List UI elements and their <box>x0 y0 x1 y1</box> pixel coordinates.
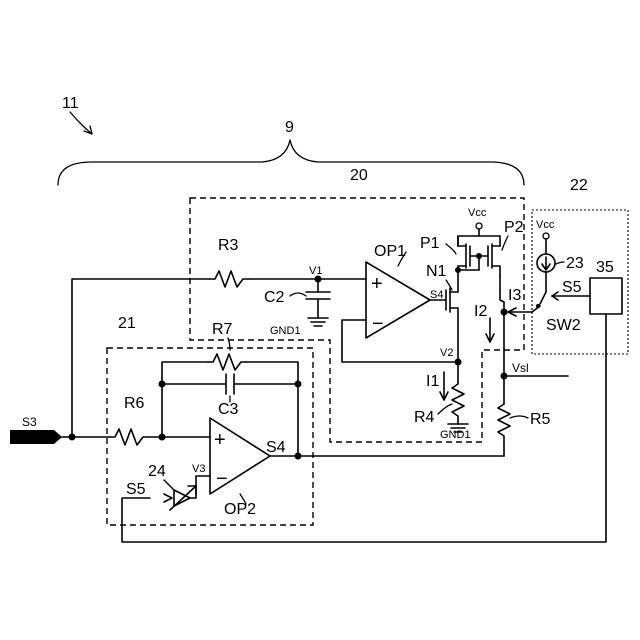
i1-label: I1 <box>426 373 439 390</box>
resistor-r6 <box>110 429 148 445</box>
op2-plus-sign: + <box>214 429 226 451</box>
v2-label: V2 <box>440 347 453 359</box>
vcc-label-mirror: Vcc <box>468 207 487 219</box>
vsl-label: Vsl <box>512 361 529 375</box>
s5-label-sw2: S5 <box>562 279 582 296</box>
ref-23-leader <box>556 262 564 264</box>
op1-plus-sign: + <box>371 273 383 295</box>
resistor-r7 <box>208 354 246 370</box>
op1-minus-sign: − <box>372 313 384 335</box>
gnd1-symbol-c2 <box>308 318 328 326</box>
vcc-label-source: Vcc <box>536 219 555 231</box>
ref-22-label: 22 <box>570 177 588 194</box>
ref-20-label: 20 <box>350 167 368 184</box>
switch-sw2 <box>540 292 546 304</box>
r5-leader <box>510 416 528 418</box>
r3-label: R3 <box>218 237 239 254</box>
i3-label: I3 <box>508 287 521 304</box>
p1-label: P1 <box>420 235 440 252</box>
p1-leader <box>446 244 456 254</box>
node-p1-drain <box>455 267 461 273</box>
ref-24-label: 24 <box>148 463 166 480</box>
ref-11-leader <box>70 112 92 134</box>
op1-label: OP1 <box>374 243 406 260</box>
node-p2-sw2 <box>501 309 508 316</box>
resistor-r3 <box>210 271 248 287</box>
n1-leader <box>446 280 452 290</box>
gnd1-label-c2: GND1 <box>270 325 301 337</box>
r4-leader <box>438 404 452 414</box>
ref-11-label: 11 <box>62 95 79 112</box>
ref-21-label: 21 <box>118 315 136 332</box>
s3-label: S3 <box>22 415 37 429</box>
ref-9-label: 9 <box>285 119 294 136</box>
r7-label: R7 <box>212 321 233 338</box>
sw2-label: SW2 <box>546 317 581 334</box>
node-mirror-gate <box>476 253 482 259</box>
wire-sw2-to-i3 <box>532 306 540 312</box>
ref-24-leader <box>164 480 174 490</box>
p2-leader <box>502 236 508 250</box>
node-c3-right <box>295 381 302 388</box>
s5-arrowhead-24 <box>164 494 172 502</box>
r5-label: R5 <box>530 411 551 428</box>
transistor-p2 <box>488 236 500 276</box>
group-9-brace <box>58 140 524 185</box>
ref-35-label: 35 <box>596 259 614 276</box>
c2-leader <box>290 293 306 296</box>
ref-23-label: 23 <box>566 255 584 272</box>
r6-label: R6 <box>124 395 145 412</box>
v3-label: V3 <box>192 463 205 475</box>
resistor-r5 <box>498 404 510 456</box>
wire-feedback-left <box>162 362 208 437</box>
c2-label: C2 <box>264 289 285 306</box>
v1-label: V1 <box>309 265 322 277</box>
s4-label-op2: S4 <box>266 439 286 456</box>
op2-label: OP2 <box>224 501 256 518</box>
wire-controller-to-24 <box>122 314 606 542</box>
controller-35 <box>590 278 622 314</box>
wire-p2-to-r5 <box>500 290 504 404</box>
s3-input-terminal <box>10 430 62 444</box>
p2-label: P2 <box>504 219 524 236</box>
op2-minus-sign: − <box>216 468 228 490</box>
resistor-r4 <box>452 362 464 424</box>
vcc-terminal-source <box>543 233 549 239</box>
s5-label-24: S5 <box>126 481 146 498</box>
wire-v3-to-op2 <box>196 476 210 498</box>
node-op2-out <box>295 453 302 460</box>
vcc-terminal-mirror <box>476 223 482 229</box>
c3-label: C3 <box>218 401 239 418</box>
r4-label: R4 <box>414 409 435 426</box>
n1-label: N1 <box>426 263 447 280</box>
i2-label: I2 <box>474 303 487 320</box>
gnd1-label-r4: GND1 <box>440 429 471 441</box>
